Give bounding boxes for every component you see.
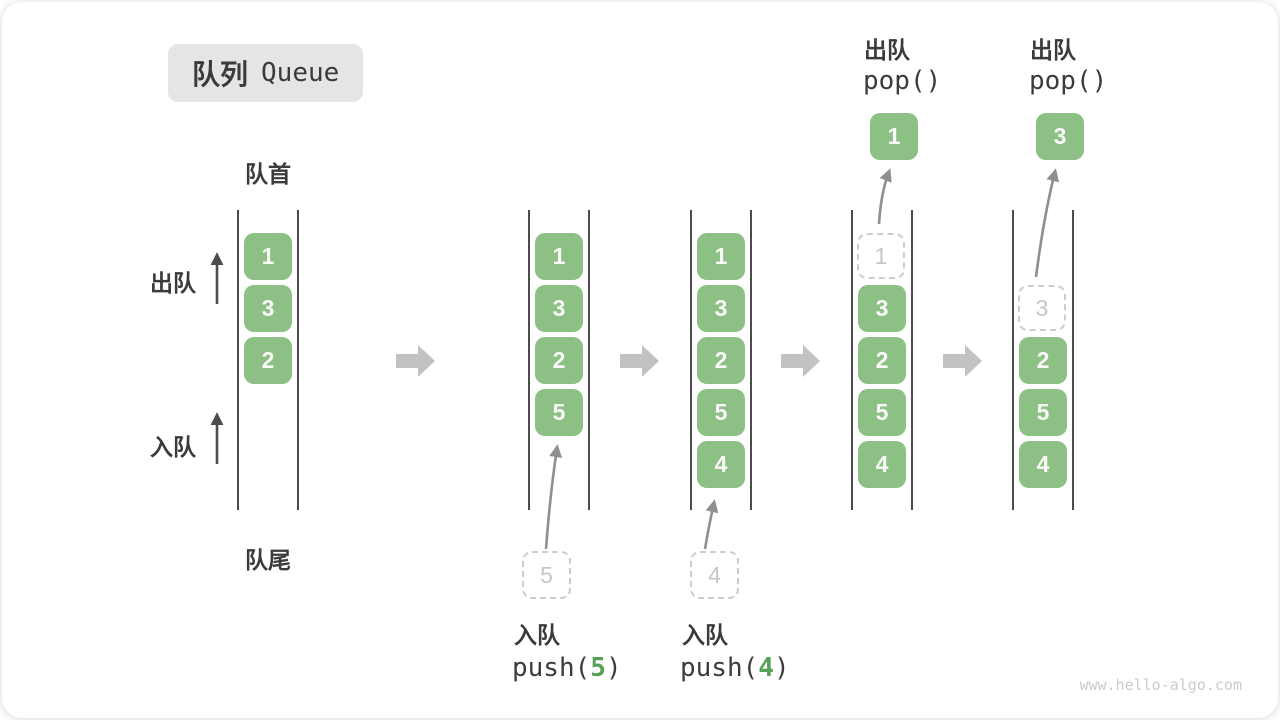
- queue-rear-label: 队尾: [245, 547, 291, 573]
- queue-cell: 5: [1019, 389, 1067, 436]
- enqueue-op-code: push(4): [680, 653, 790, 683]
- dequeue-op-label: 出队: [1030, 37, 1076, 63]
- queue-state-3: 1 3 2 5 4: [690, 210, 752, 510]
- queue-cell: 2: [244, 337, 292, 384]
- queue-cell: 2: [535, 337, 583, 384]
- queue-state-1: 1 3 2: [237, 210, 299, 510]
- queue-cell: 5: [858, 389, 906, 436]
- queue-cell: 2: [697, 337, 745, 384]
- watermark: www.hello-algo.com: [1079, 676, 1242, 694]
- enqueue-side-label: 入队: [150, 434, 196, 460]
- step-arrow-icon: [943, 345, 982, 377]
- step-arrow-icon: [620, 345, 659, 377]
- queue-state-5: 3 2 5 4: [1012, 210, 1074, 510]
- code-arg: 5: [590, 653, 606, 683]
- code-fn-open: push(: [680, 653, 759, 683]
- enqueue-op-label: 入队: [514, 622, 560, 648]
- code-fn-close: ): [605, 653, 622, 683]
- queue-cell: 5: [535, 389, 583, 436]
- enqueue-op-code: push(5): [512, 653, 622, 683]
- queue-cell-removed: 3: [1018, 285, 1066, 331]
- queue-cell: 1: [244, 233, 292, 280]
- title-zh: 队列: [192, 59, 249, 90]
- queue-cell: 1: [697, 233, 745, 280]
- step-arrow-icon: [781, 345, 820, 377]
- title-en: Queue: [261, 58, 340, 88]
- dequeue-op-code: pop(): [1029, 66, 1108, 96]
- queue-cell: 4: [697, 441, 745, 488]
- title-badge: 队列 Queue: [168, 44, 364, 102]
- popped-element-box: 1: [870, 113, 918, 160]
- queue-state-2: 1 3 2 5: [528, 210, 590, 510]
- popped-element-box: 3: [1036, 113, 1084, 160]
- queue-cell: 3: [697, 285, 745, 332]
- queue-cell: 3: [535, 285, 583, 332]
- dequeue-op-code: pop(): [863, 66, 942, 96]
- step-arrow-icon: [396, 345, 435, 377]
- code-arg: 4: [758, 653, 774, 683]
- queue-cell: 2: [1019, 337, 1067, 384]
- queue-cell: 1: [535, 233, 583, 280]
- queue-front-label: 队首: [245, 161, 291, 187]
- queue-cell: 5: [697, 389, 745, 436]
- dequeue-side-label: 出队: [150, 270, 196, 296]
- enqueue-op-label: 入队: [682, 622, 728, 648]
- incoming-element-box: 4: [690, 551, 739, 599]
- queue-cell: 4: [858, 441, 906, 488]
- queue-cell: 3: [244, 285, 292, 332]
- code-fn-close: ): [773, 653, 790, 683]
- queue-state-4: 1 3 2 5 4: [851, 210, 913, 510]
- queue-cell: 3: [858, 285, 906, 332]
- queue-cell: 2: [858, 337, 906, 384]
- code-fn-open: push(: [512, 653, 591, 683]
- queue-cell: 4: [1019, 441, 1067, 488]
- incoming-element-box: 5: [522, 551, 571, 599]
- queue-cell-removed: 1: [857, 233, 905, 279]
- dequeue-op-label: 出队: [864, 37, 910, 63]
